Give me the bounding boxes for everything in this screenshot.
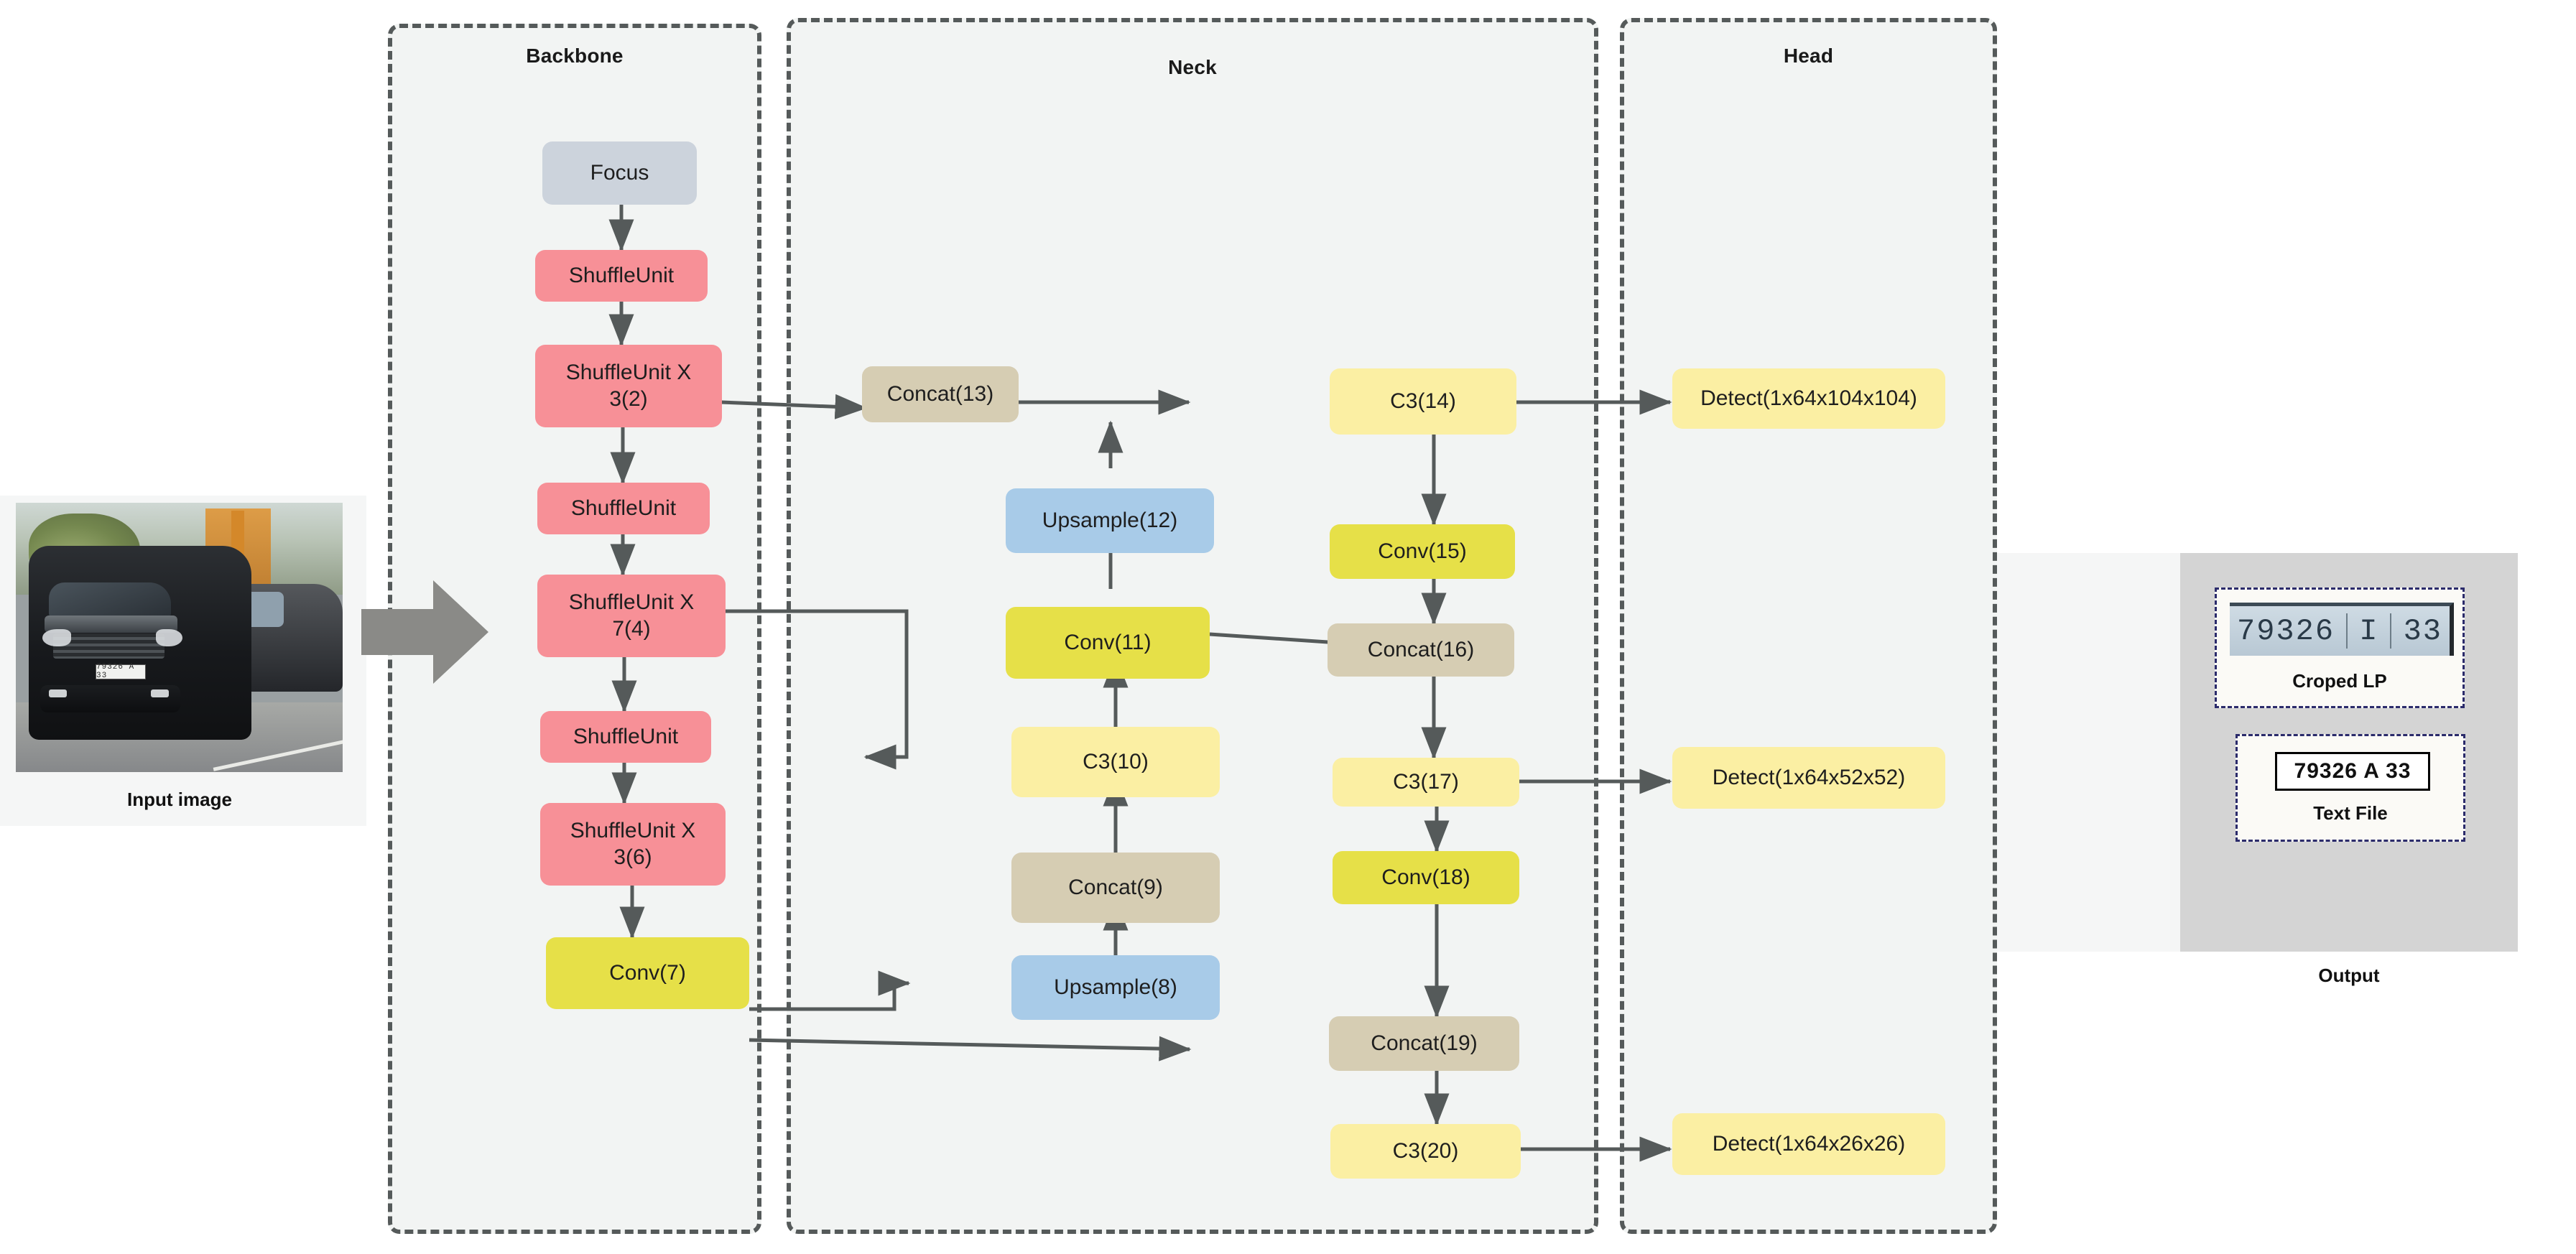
photo-background-car-window (244, 591, 284, 627)
head-panel-title: Head (1783, 45, 1834, 67)
photo-foglight-left (49, 689, 67, 697)
input-photo: 79326 A 33 (16, 503, 343, 772)
node-c3-17[interactable]: C3(17) (1333, 758, 1519, 807)
node-detect-104[interactable]: Detect(1x64x104x104) (1672, 368, 1945, 429)
node-shuffleunit-2[interactable]: ShuffleUnit (537, 483, 710, 534)
node-upsample-8[interactable]: Upsample(8) (1011, 955, 1220, 1020)
lp-separator-2 (2390, 613, 2392, 649)
text-file-card: 79326 A 33 Text File (2236, 734, 2465, 842)
node-conv-7[interactable]: Conv(7) (546, 937, 749, 1009)
cropped-lp-image: 79326 I 33 (2230, 603, 2454, 656)
photo-headlight-left (42, 629, 71, 647)
text-file-value: 79326 A 33 (2294, 759, 2411, 783)
cropped-lp-caption: Croped LP (2292, 670, 2387, 692)
node-concat-16[interactable]: Concat(16) (1328, 623, 1514, 677)
head-panel (1620, 18, 1997, 1234)
lp-segment-2: I (2359, 613, 2379, 649)
photo-license-plate: 79326 A 33 (96, 663, 147, 681)
input-image-caption: Input image (127, 789, 232, 810)
backbone-panel-title: Backbone (526, 45, 624, 67)
node-c3-20[interactable]: C3(20) (1330, 1124, 1521, 1179)
output-caption: Output (2318, 965, 2380, 986)
node-shuffleunit-x3-2[interactable]: ShuffleUnit X 3(2) (535, 345, 722, 427)
node-conv-11[interactable]: Conv(11) (1006, 607, 1210, 679)
node-focus[interactable]: Focus (542, 141, 697, 205)
output-panel-backdrop (1997, 553, 2180, 952)
text-file-value-box: 79326 A 33 (2275, 752, 2430, 791)
node-detect-26[interactable]: Detect(1x64x26x26) (1672, 1113, 1945, 1175)
lp-separator-1 (2346, 613, 2348, 649)
node-conv-18[interactable]: Conv(18) (1333, 851, 1519, 904)
node-shuffleunit-3[interactable]: ShuffleUnit (540, 711, 711, 763)
text-file-caption: Text File (2313, 802, 2388, 824)
node-concat-9[interactable]: Concat(9) (1011, 853, 1220, 923)
lp-segment-3: 33 (2403, 613, 2442, 649)
photo-headlight-right (155, 629, 182, 647)
photo-foreground-suv: 79326 A 33 (29, 546, 251, 740)
cropped-lp-card: 79326 I 33 Croped LP (2215, 587, 2465, 708)
lp-segment-1: 79326 (2237, 613, 2335, 649)
node-shuffleunit-x3-6[interactable]: ShuffleUnit X 3(6) (540, 803, 726, 886)
node-shuffleunit-1[interactable]: ShuffleUnit (535, 250, 708, 302)
node-concat-13[interactable]: Concat(13) (862, 366, 1019, 422)
node-c3-10[interactable]: C3(10) (1011, 727, 1220, 797)
photo-foglight-right (151, 689, 170, 697)
node-upsample-12[interactable]: Upsample(12) (1006, 488, 1214, 553)
node-shuffleunit-x7-4[interactable]: ShuffleUnit X 7(4) (537, 575, 726, 657)
node-concat-19[interactable]: Concat(19) (1329, 1016, 1519, 1071)
node-detect-52[interactable]: Detect(1x64x52x52) (1672, 747, 1945, 809)
photo-license-plate-text: 79326 A 33 (96, 663, 135, 681)
node-c3-14[interactable]: C3(14) (1330, 368, 1516, 435)
photo-grille (53, 633, 165, 659)
neck-panel-title: Neck (1168, 56, 1217, 78)
photo-windshield (49, 582, 172, 618)
node-conv-15[interactable]: Conv(15) (1330, 524, 1515, 579)
